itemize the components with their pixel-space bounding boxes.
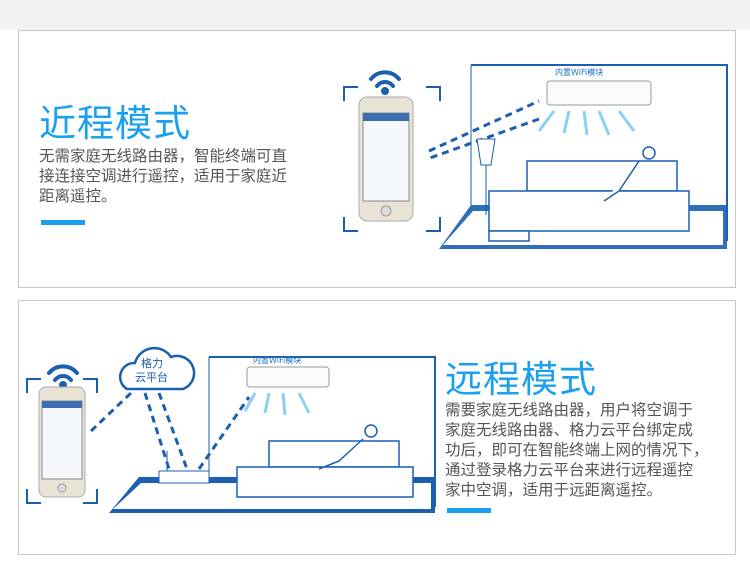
sofa-with-person <box>236 424 414 498</box>
wifi-module-label: 内置WiFi模块 <box>555 67 603 77</box>
signal-arrow <box>428 99 540 153</box>
room-wall <box>209 356 436 507</box>
remote-mode-title: 远程模式 <box>445 358 597 401</box>
desc-line: 无需家庭无线路由器，智能终端可直 <box>39 147 288 165</box>
router-icon <box>158 451 210 484</box>
desc-line: 接连接空调进行遥控，适用于家庭近 <box>39 167 288 185</box>
air-conditioner-unit: 内置WiFi模块 <box>537 67 652 136</box>
smartphone-icon <box>38 386 86 498</box>
accent-bar <box>41 220 85 225</box>
floor-lamp <box>476 138 496 215</box>
cloud-label: 云平台 <box>135 370 168 384</box>
near-mode-title: 近程模式 <box>39 102 191 145</box>
top-strip <box>0 0 750 30</box>
room-floor <box>109 477 435 513</box>
remote-mode-panel: 远程模式 需要家庭无线路由器，用户将空调于 家庭无线路由器、格力云平台绑定成 功… <box>18 300 736 555</box>
desc-line: 通过登录格力云平台来进行远程遥控 <box>445 461 694 479</box>
room-wall <box>471 64 728 241</box>
cloud-platform-icon: 格力 云平台 <box>118 346 196 391</box>
wifi-icon <box>369 70 401 95</box>
signal-arrow <box>426 117 540 161</box>
accent-bar <box>447 508 491 513</box>
phone-frame-brackets <box>343 86 441 232</box>
wifi-icon <box>47 364 79 389</box>
desc-line: 距离遥控。 <box>39 187 117 205</box>
cloud-label: 格力 <box>141 356 163 370</box>
signal-arrows <box>89 391 251 470</box>
air-conditioner-unit: 内置WiFi模块 <box>243 355 330 416</box>
desc-line: 家中空调，适用于远距离遥控。 <box>445 481 663 499</box>
desc-line: 需要家庭无线路由器，用户将空调于 <box>445 401 694 419</box>
remote-mode-description: 需要家庭无线路由器，用户将空调于 家庭无线路由器、格力云平台绑定成 功后，即可在… <box>445 400 709 500</box>
desc-line: 家庭无线路由器、格力云平台绑定成 <box>445 421 694 439</box>
desc-line: 功后，即可在智能终端上网的情况下， <box>445 441 709 459</box>
near-mode-panel: 近程模式 无需家庭无线路由器，智能终端可直 接连接空调进行遥控，适用于家庭近 距… <box>18 30 736 288</box>
phone-frame-brackets <box>26 378 98 504</box>
wifi-module-label: 内置WiFi模块 <box>253 355 301 365</box>
near-mode-description: 无需家庭无线路由器，智能终端可直 接连接空调进行遥控，适用于家庭近 距离遥控。 <box>39 146 287 206</box>
room-floor <box>439 205 727 249</box>
smartphone-icon <box>358 96 414 222</box>
sofa-with-person <box>488 146 690 242</box>
